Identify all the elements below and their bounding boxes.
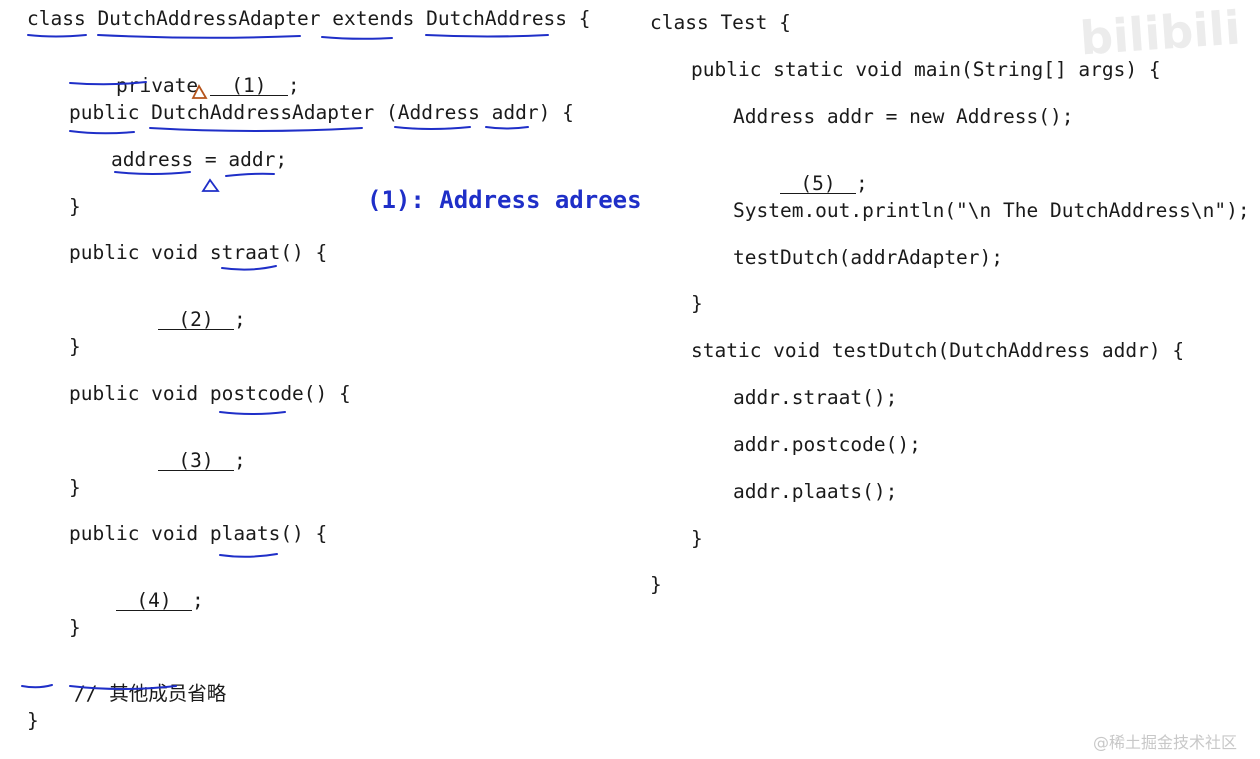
right-line-main: public static void main(String[] args) { bbox=[691, 58, 1161, 81]
left-line-blank2: (2); bbox=[111, 290, 246, 350]
right-line-println: System.out.println("\n The DutchAddress\… bbox=[733, 199, 1250, 222]
semicolon: ; bbox=[233, 448, 246, 472]
left-line-close-postcode: } bbox=[69, 476, 81, 499]
right-line-class-test: class Test { bbox=[650, 11, 791, 34]
blank-1: (1) bbox=[209, 75, 288, 96]
semicolon: ; bbox=[855, 171, 868, 195]
left-line-constructor: public DutchAddressAdapter (Address addr… bbox=[69, 101, 574, 124]
left-line-plaats: public void plaats() { bbox=[69, 522, 328, 545]
left-line-close-constructor: } bbox=[69, 195, 81, 218]
comment-text: 其他成员省略 bbox=[109, 681, 227, 705]
underline-dutchaddressadapter bbox=[97, 34, 301, 39]
right-line-testdutch-decl: static void testDutch(DutchAddress addr)… bbox=[691, 339, 1185, 362]
underline-address-type bbox=[394, 126, 471, 130]
right-line-blank5: (5); bbox=[733, 154, 868, 214]
semicolon: ; bbox=[287, 73, 300, 97]
blank-2: (2) bbox=[157, 309, 234, 330]
left-line-close-plaats: } bbox=[69, 616, 81, 639]
right-line-postcode-call: addr.postcode(); bbox=[733, 433, 921, 456]
private-keyword: private bbox=[115, 73, 210, 97]
underline-extends bbox=[321, 36, 393, 40]
right-line-close-class: } bbox=[650, 573, 662, 596]
underline-dutchaddress bbox=[425, 34, 549, 38]
left-line-class-decl: class DutchAddressAdapter extends DutchA… bbox=[27, 7, 591, 30]
right-line-new-address: Address addr = new Address(); bbox=[733, 105, 1074, 128]
blank-4: (4) bbox=[115, 590, 192, 611]
left-line-blank3: (3); bbox=[111, 431, 246, 491]
blank-5: (5) bbox=[779, 173, 856, 194]
left-line-blank4: (4); bbox=[69, 571, 204, 631]
left-line-private-field: private (1); bbox=[69, 56, 300, 116]
underline-straat bbox=[221, 265, 277, 271]
left-line-postcode: public void postcode() { bbox=[69, 382, 351, 405]
comment-slashes: // bbox=[73, 681, 98, 705]
left-line-close-straat: } bbox=[69, 335, 81, 358]
right-line-close-main: } bbox=[691, 292, 703, 315]
underline-public bbox=[69, 130, 135, 135]
semicolon: ; bbox=[233, 307, 246, 331]
handwritten-annotation: (1): Address adrees bbox=[367, 186, 642, 214]
underline-plaats bbox=[219, 553, 278, 558]
triangle-mark-blue bbox=[201, 178, 220, 192]
right-line-straat-call: addr.straat(); bbox=[733, 386, 898, 409]
site-watermark-text: @稀土掘金技术社区 bbox=[1093, 733, 1238, 752]
underline-addr-param bbox=[485, 126, 529, 130]
left-line-straat: public void straat() { bbox=[69, 241, 328, 264]
underline-class bbox=[27, 34, 87, 38]
underline-postcode bbox=[219, 411, 286, 415]
semicolon: ; bbox=[191, 588, 204, 612]
bilibili-watermark-logo: bilibili bbox=[1078, 0, 1243, 66]
left-line-comment: // 其他成员省略 bbox=[27, 664, 226, 723]
underline-addr-value bbox=[225, 172, 275, 177]
right-line-plaats-call: addr.plaats(); bbox=[733, 480, 898, 503]
underline-constructor-name bbox=[149, 127, 363, 132]
left-line-close-class: } bbox=[27, 709, 39, 732]
blank-3: (3) bbox=[157, 450, 234, 471]
underline-address-field bbox=[114, 171, 191, 175]
right-line-testdutch-call: testDutch(addrAdapter); bbox=[733, 246, 1004, 269]
right-line-close-testdutch: } bbox=[691, 527, 703, 550]
left-line-assign: address = addr; bbox=[111, 148, 288, 171]
